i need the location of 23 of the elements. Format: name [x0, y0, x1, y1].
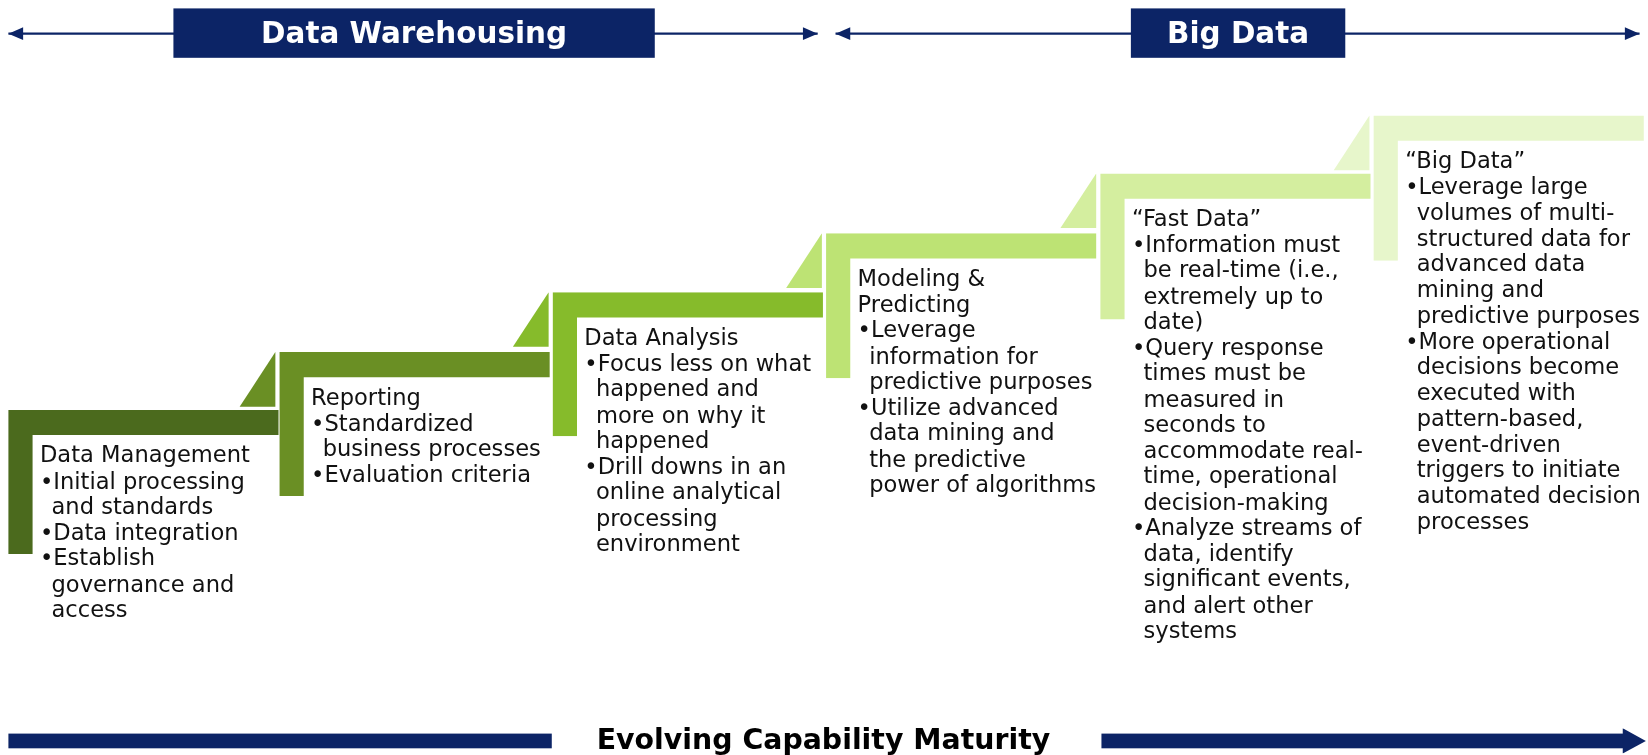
bullet-item: •Query response times must be measured in seconds to accommodate real-time, operational decision-making	[1131, 334, 1364, 515]
bullet-item: •More operational decisions become executed with pattern-based, event-driven triggers to initiate automated decision processes	[1405, 328, 1642, 535]
section-banner: Data Warehousing	[173, 8, 655, 58]
bullet-item: •Analyze streams of data, identify significant events, and alert other systems	[1131, 515, 1363, 644]
bullet-item: •Establish governance and access	[39, 545, 235, 623]
step-heading: Modeling & Predicting	[857, 265, 987, 318]
bullet-item: •Leverage large volumes of multi-structured data for advanced data mining and predictive purposes	[1405, 173, 1641, 329]
bullet-item: •Focus less on what happened and more on why it happened	[584, 350, 813, 454]
step-heading: Data Management	[39, 442, 251, 469]
bullet-item: •Evaluation criteria	[311, 461, 531, 488]
axis-caption: Evolving Capability Maturity	[595, 723, 1052, 755]
bullet-item: •Initial processing and standards	[39, 468, 246, 520]
bullet-item: •Data integration	[39, 519, 240, 546]
step-heading: “Fast Data”	[1131, 206, 1263, 232]
step-heading: “Big Data”	[1405, 148, 1527, 174]
bullet-item: •Information must be real-time (i.e., extremely up to date)	[1131, 231, 1342, 335]
step-heading: Data Analysis	[584, 324, 740, 351]
bullet-item: •Standardized business processes	[311, 410, 542, 462]
bullet-item: •Utilize advanced data mining and the predictive power of algorithms	[857, 394, 1097, 498]
step-heading: Reporting	[311, 384, 422, 411]
bullet-item: •Leverage information for predictive purposes	[857, 317, 1094, 395]
bullet-item: •Drill downs in an online analytical processing environment	[584, 453, 788, 557]
section-banner: Big Data	[1130, 8, 1346, 58]
